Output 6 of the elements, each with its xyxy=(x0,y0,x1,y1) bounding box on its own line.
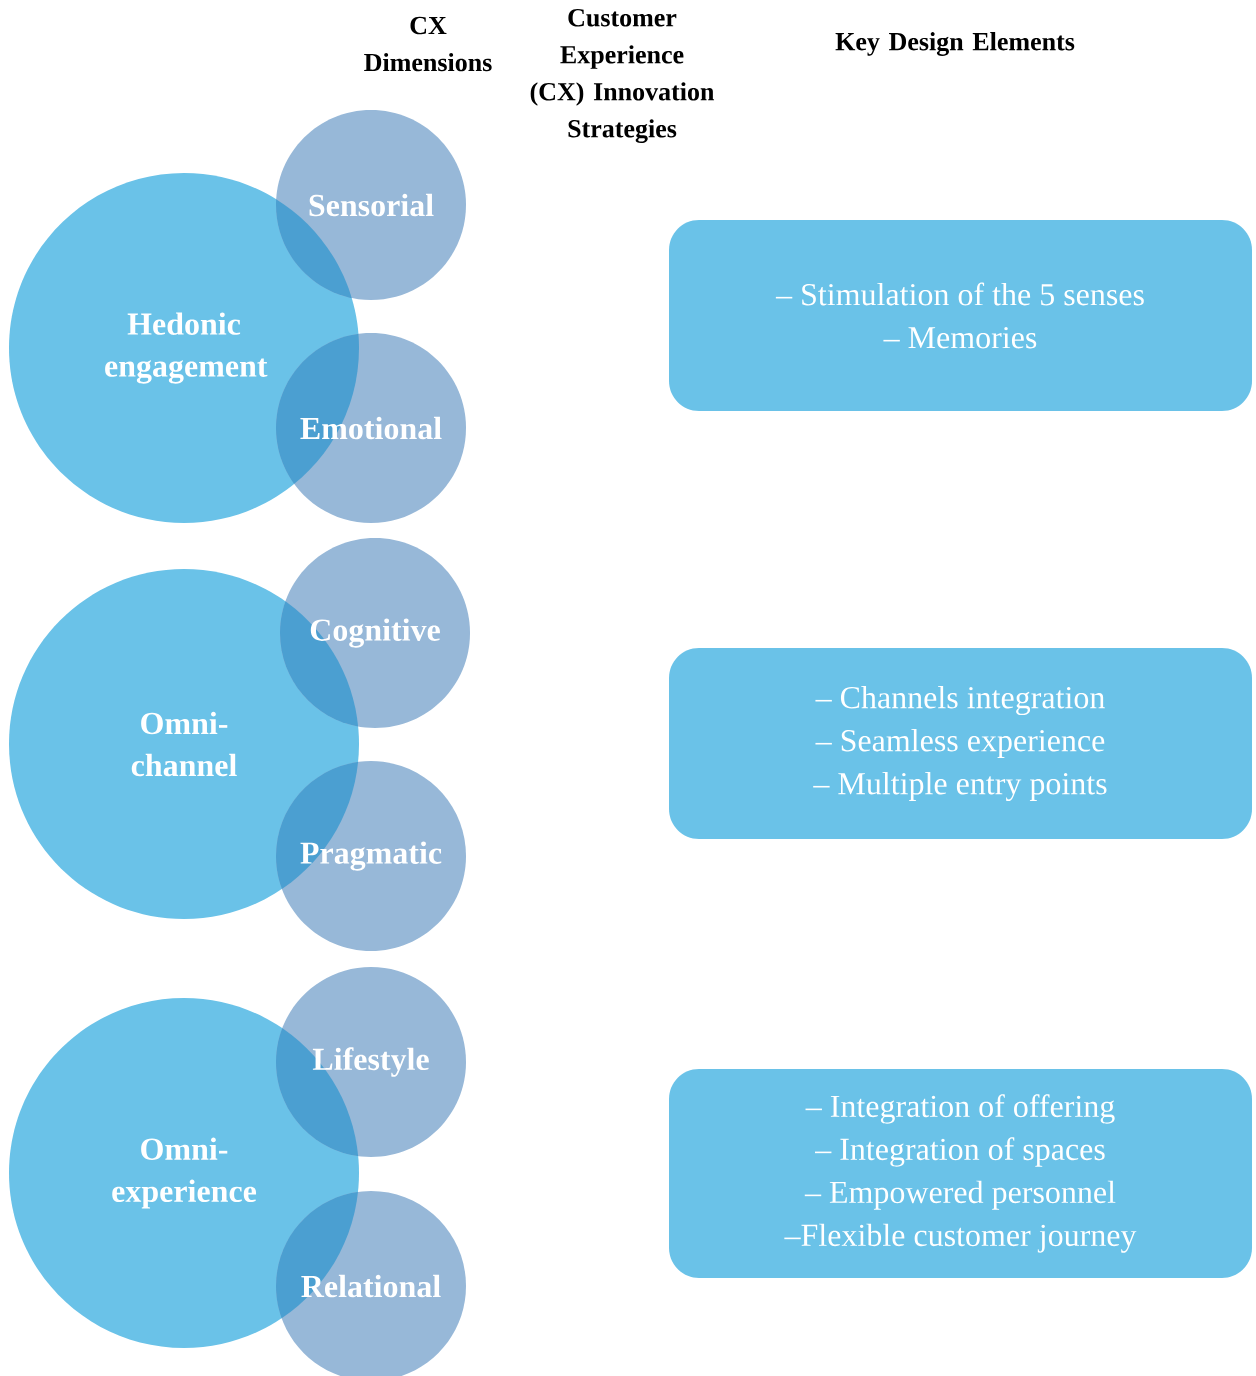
text-box: – Channels integration – Seamless experience – Multiple entry points xyxy=(669,648,1252,839)
column-heading: Customer Experience (CX) Innovation Strategies xyxy=(530,9,715,143)
column-heading: CX Dimensions xyxy=(364,16,492,72)
column-heading: Key Design Elements xyxy=(835,32,1075,56)
text-box: – Stimulation of the 5 senses – Memories xyxy=(669,220,1252,411)
text-box: – Integration of offering – Integration of spaces – Empowered personnel –Flexible customer journey xyxy=(669,1069,1252,1278)
